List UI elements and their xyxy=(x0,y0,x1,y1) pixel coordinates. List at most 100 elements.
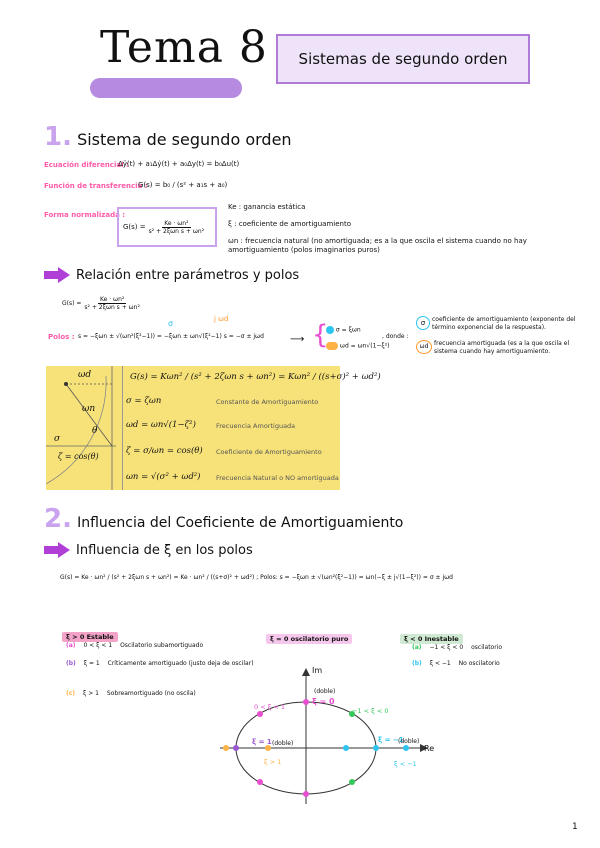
relation-g-num: Ke · ωn² xyxy=(98,296,127,304)
section2-title: Influencia del Coeficiente de Amortiguam… xyxy=(77,515,404,531)
plot-label-theta: θ xyxy=(92,426,98,436)
unstable-item-desc: No oscilatorio xyxy=(458,660,500,667)
norm-denominator: s² + 2ξωn s + ωn² xyxy=(148,227,205,235)
stable-item: (c) ξ > 1 Sobreamortiguado (no oscila) xyxy=(66,690,266,697)
sigma-top: σ xyxy=(168,319,174,328)
unstable-item: (b) ξ < −1 No oscilatorio xyxy=(412,660,572,667)
sigma-def-text: σ = ξωn xyxy=(335,326,361,334)
wd-def-text: ωd = ωn√(1−ξ²) xyxy=(339,342,390,350)
section2-heading: 2. Influencia del Coeficiente de Amortig… xyxy=(44,504,403,534)
relation-heading: Relación entre parámetros y polos xyxy=(44,267,299,283)
unstable-item-desc: oscilatorio xyxy=(471,644,503,651)
section1-title: Sistema de segundo orden xyxy=(77,130,292,149)
section1-heading: 1. Sistema de segundo orden xyxy=(44,122,292,152)
relation-title: Relación entre parámetros y polos xyxy=(76,267,300,283)
plot-label-wd: ωd xyxy=(78,370,92,380)
doble-right-label: (doble) xyxy=(398,738,420,745)
table-row-formula: σ = ζωn xyxy=(126,396,162,406)
formula-table: ωd ωn θ σ ζ = cos(θ) G(s) = Kωn² / (s² +… xyxy=(46,366,381,490)
axis-im-label: Im xyxy=(312,666,323,675)
stable-tag: ξ > 0 Estable xyxy=(62,632,118,642)
stable-item-cond: ξ > 1 xyxy=(82,690,99,697)
norm-fraction: Ke · ωn² s² + 2ξωn s + ωn² xyxy=(149,220,204,235)
plot-label-sigma: σ xyxy=(54,434,61,444)
unstable-item-key: (b) xyxy=(412,660,422,667)
arrow-shaft xyxy=(44,546,58,554)
stable-item-key: (b) xyxy=(66,660,76,667)
pole-triangle-diagram xyxy=(46,366,116,490)
xi0-label: ξ = 0 xyxy=(312,697,335,706)
table-main-formula: G(s) = Kωn² / (s² + 2ζωn s + ωn²) = Kωn²… xyxy=(130,372,381,382)
norm-box: G(s) = Ke · ωn² s² + 2ξωn s + ωn² xyxy=(117,207,217,247)
stable-item-cond: ξ = 1 xyxy=(83,660,100,667)
pure-block: ξ = 0 oscilatorio puro xyxy=(266,626,353,645)
polos-label: Polos : xyxy=(48,333,75,341)
page-number: 1 xyxy=(572,822,578,832)
influence-equation: G(s) = Ke · ωn² / (s² + 2ξωn s + ωn²) = … xyxy=(60,574,453,581)
norm-label: Forma normalizada : xyxy=(44,211,126,219)
unstable-item-cond: ξ < −1 xyxy=(429,660,451,667)
relation-g-fraction: Ke · ωn² s² + 2ξωn s + ωn² xyxy=(84,296,139,311)
unstable-item-key: (a) xyxy=(412,644,422,651)
table-row-formula: ωn = √(σ² + ωd²) xyxy=(126,472,201,482)
stable-item-desc: Críticamente amortiguado (justo deja de … xyxy=(107,660,254,667)
arrow-right-icon xyxy=(58,542,70,558)
arrow-right-icon xyxy=(58,267,70,283)
diff-label: Ecuación diferencial : xyxy=(44,161,129,169)
stable-block: ξ > 0 Estable xyxy=(62,624,118,643)
diff-equation: Δÿ(t) + a₁Δẏ(t) + a₀Δy(t) = b₀Δu(t) xyxy=(118,160,240,168)
xi1-label: ξ = 1 xyxy=(252,738,272,746)
pole-plot xyxy=(220,668,428,804)
stable-item-cond: 0 < ξ < 1 xyxy=(83,642,113,649)
arrow-implies-icon: ⟶ xyxy=(290,334,305,345)
doble-top-label: (doble) xyxy=(314,688,336,695)
xim10-label: −1 < ξ < 0 xyxy=(352,707,389,715)
influence-heading: Influencia de ξ en los polos xyxy=(44,542,253,558)
plot-label-zeta: ζ = cos(θ) xyxy=(58,452,99,461)
stable-item: (b) ξ = 1 Críticamente amortiguado (just… xyxy=(66,660,266,667)
table-row-text: Constante de Amortiguamiento xyxy=(216,398,319,406)
arrow-shaft xyxy=(44,271,58,279)
table-row-text: Coeficiente de Amortiguamiento xyxy=(216,448,322,456)
xim1-label: ξ = −1 xyxy=(378,736,404,744)
section2-number: 2. xyxy=(44,504,72,534)
relation-g-prefix: G(s) = xyxy=(62,300,82,307)
pure-tag: ξ = 0 oscilatorio puro xyxy=(266,634,353,644)
stable-item-key: (a) xyxy=(66,642,76,649)
stable-item-desc: Sobreamortiguado (no oscila) xyxy=(106,690,196,697)
title-highlight xyxy=(90,78,242,98)
stable-item: (a) 0 < ξ < 1 Oscilatorio subamortiguado xyxy=(66,642,266,649)
sigma-icon: σ xyxy=(416,316,430,330)
xi01-label: 0 < ξ < 1 xyxy=(254,703,286,711)
axis-re-label: Re xyxy=(424,744,435,753)
relation-g: G(s) = Ke · ωn² s² + 2ξωn s + ωn² xyxy=(62,296,140,311)
wd-note: frecuencia amortiguada (es a la que osci… xyxy=(434,340,570,355)
tf-equation: G(s) = b₀ / (s² + a₁s + a₀) xyxy=(138,181,228,189)
brace-icon: { xyxy=(312,320,329,350)
jwd-top: j ωd xyxy=(214,315,229,323)
topic-label: Sistemas de segundo orden xyxy=(298,50,508,68)
unstable-item: (a) −1 < ξ < 0 oscilatorio xyxy=(412,644,572,651)
polos-equation: s = −ξωn ± √(ωn²(ξ²−1)) = −ξωn ± ωn√(ξ²−… xyxy=(78,333,264,340)
influence-title: Influencia de ξ en los polos xyxy=(76,542,253,558)
doble-left-label: (doble) xyxy=(272,740,294,747)
sigma-note: coeficiente de amortiguamiento (exponent… xyxy=(432,316,576,331)
page-title: Tema 8 xyxy=(100,22,268,73)
plot-label-wn: ωn xyxy=(82,404,96,414)
table-row-text: Frecuencia Natural o NO amortiguada xyxy=(216,474,339,482)
donde-text: , donde : xyxy=(382,333,409,340)
table-row-text: Frecuencia Amortiguada xyxy=(216,422,296,430)
wd-icon: ωd xyxy=(416,340,432,354)
table-row-formula: ωd = ωn√(1−ζ²) xyxy=(126,420,196,430)
unstable-item-cond: −1 < ξ < 0 xyxy=(429,644,464,651)
sigma-def: σ = ξωn xyxy=(326,326,361,334)
relation-g-den: s² + 2ξωn s + ωn² xyxy=(84,304,140,311)
unstable-tag: ξ < 0 Inestable xyxy=(400,634,463,644)
wd-def: ωd = ωn√(1−ξ²) xyxy=(326,342,390,350)
def-ke: Ke : ganancia estática xyxy=(228,203,306,211)
xil1-label: ξ < −1 xyxy=(394,760,417,768)
topic-box: Sistemas de segundo orden xyxy=(276,34,530,84)
norm-numerator: Ke · ωn² xyxy=(162,219,191,228)
def-xi: ξ : coeficiente de amortiguamiento xyxy=(228,220,352,228)
tf-label: Función de transferencia : xyxy=(44,182,148,190)
